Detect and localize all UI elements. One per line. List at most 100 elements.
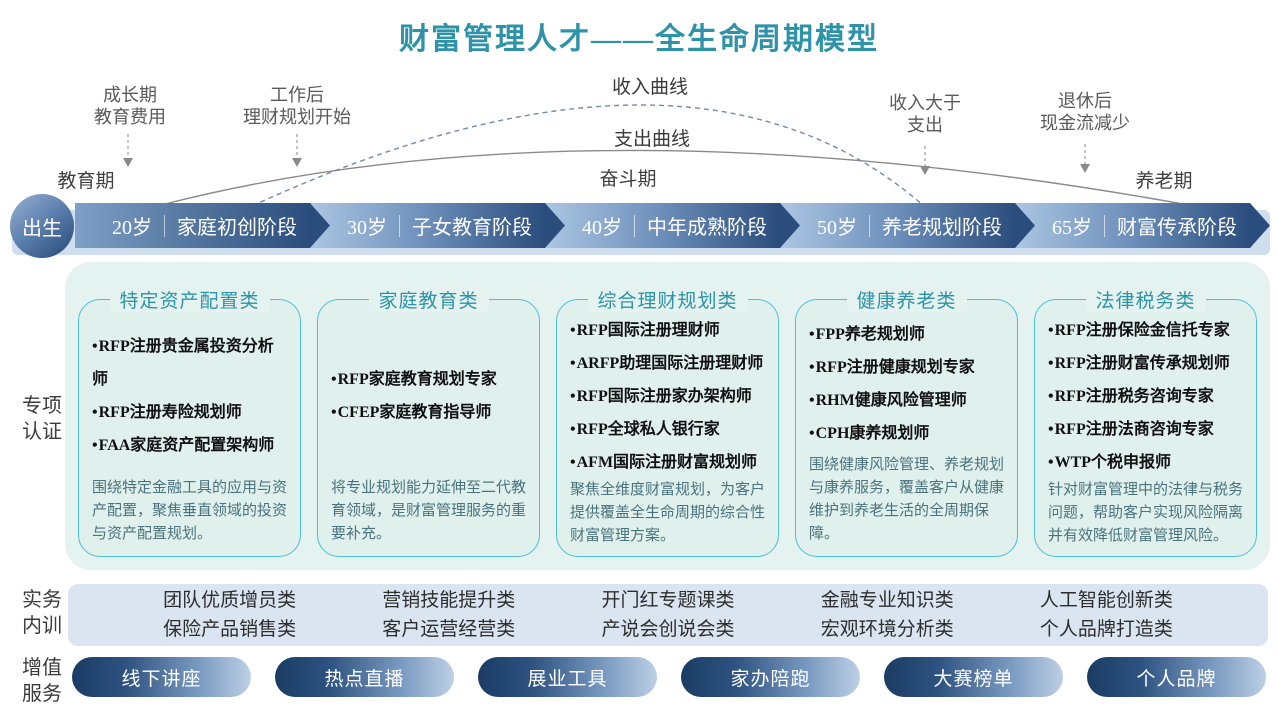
card-item: WTP个税申报师 — [1048, 446, 1243, 479]
section-label-line: 专项 — [22, 395, 62, 417]
stage-separator — [869, 215, 870, 237]
training-column-5: 人工智能创新类 个人品牌打造类 — [997, 586, 1216, 644]
annotation-line: 支出 — [907, 115, 943, 135]
card-item-list: FPP养老规划师 RFP注册健康规划专家 RHM健康风险管理师 CPH康养规划师 — [809, 314, 1004, 454]
card-description: 将专业规划能力延伸至二代教育领域，是财富管理服务的重要补充。 — [331, 480, 527, 542]
card-description: 聚焦全维度财富规划，为客户提供覆盖全生命周期的综合性财富管理方案。 — [570, 482, 766, 544]
section-label-line: 认证 — [22, 421, 62, 443]
period-striving: 奋斗期 — [599, 169, 657, 190]
card-family-education: 家庭教育类 RFP家庭教育规划专家 CFEP家庭教育指导师 将专业规划能力延伸至… — [317, 286, 540, 557]
card-description: 针对财富管理中的法律与税务问题，帮助客户实现风险隔离并有效降低财富管理风险。 — [1048, 482, 1244, 544]
section-label-line: 内训 — [22, 615, 62, 637]
stage-name: 财富传承阶段 — [1117, 217, 1237, 239]
training-item: 宏观环境分析类 — [820, 619, 954, 640]
section-label-line: 实务 — [22, 589, 62, 611]
stage-separator — [164, 215, 165, 237]
stage-age: 40岁 — [582, 217, 622, 239]
training-item: 产说会创说会类 — [601, 619, 735, 640]
card-item: RFP家庭教育规划专家 — [331, 363, 526, 396]
card-title: 法律税务类 — [1085, 286, 1206, 313]
card-item: CFEP家庭教育指导师 — [331, 396, 526, 429]
annotation-line: 成长期 — [103, 85, 157, 105]
annotation-income-exceeds: 收入大于 支出 — [889, 92, 961, 136]
pill-family-office-support: 家办陪跑 — [681, 657, 860, 697]
section-label-services: 增值 服务 — [14, 655, 70, 707]
life-stage-timeline: 20岁 家庭初创阶段 30岁 子女教育阶段 40岁 中年成熟阶段 50岁 养老规… — [75, 203, 1270, 248]
annotation-line: 工作后 — [270, 85, 324, 105]
card-item: RFP注册健康规划专家 — [809, 351, 1004, 384]
annotation-retirement-cashflow: 退休后 现金流减少 — [1040, 90, 1130, 134]
stage-age: 30岁 — [347, 217, 387, 239]
stage-name: 子女教育阶段 — [412, 217, 532, 239]
card-title: 健康养老类 — [846, 286, 967, 313]
card-item: RFP注册寿险规划师 — [92, 396, 287, 429]
section-label-line: 增值 — [22, 657, 62, 679]
card-asset-allocation: 特定资产配置类 RFP注册贵金属投资分析师 RFP注册寿险规划师 FAA家庭资产… — [78, 286, 301, 557]
card-title: 家庭教育类 — [368, 286, 489, 313]
stage-age: 20岁 — [112, 217, 152, 239]
card-item: RFP注册法商咨询专家 — [1048, 413, 1243, 446]
period-education: 教育期 — [57, 171, 115, 192]
card-item-list: RFP家庭教育规划专家 CFEP家庭教育指导师 — [331, 314, 526, 477]
annotation-arrow-1 — [123, 134, 133, 167]
card-title: 综合理财规划类 — [587, 286, 748, 313]
service-pills-row: 线下讲座 热点直播 展业工具 家办陪跑 大赛榜单 个人品牌 — [72, 657, 1266, 697]
training-band: 团队优质增员类 保险产品销售类 营销技能提升类 客户运营经营类 开门红专题课类 … — [68, 584, 1268, 646]
annotation-arrow-2 — [292, 134, 302, 167]
annotation-education-cost: 成长期 教育费用 — [94, 84, 166, 128]
annotation-line: 收入大于 — [889, 93, 961, 113]
annotation-line: 现金流减少 — [1040, 113, 1130, 133]
card-item: ARFP助理国际注册理财师 — [570, 347, 765, 380]
page-title: 财富管理人才——全生命周期模型 — [399, 23, 879, 56]
stage-separator — [399, 215, 400, 237]
card-item: RFP注册财富传承规划师 — [1048, 347, 1243, 380]
card-comprehensive-planning: 综合理财规划类 RFP国际注册理财师 ARFP助理国际注册理财师 RFP国际注册… — [556, 286, 779, 557]
card-legal-tax: 法律税务类 RFP注册保险金信托专家 RFP注册财富传承规划师 RFP注册税务咨… — [1034, 286, 1257, 557]
certification-cards-container: 特定资产配置类 RFP注册贵金属投资分析师 RFP注册寿险规划师 FAA家庭资产… — [65, 262, 1270, 570]
annotation-arrow-4 — [1080, 144, 1090, 173]
annotation-line: 理财规划开始 — [243, 107, 351, 127]
section-label-training: 实务 内训 — [14, 587, 70, 639]
stage-age: 50岁 — [817, 217, 857, 239]
stage-separator — [634, 215, 635, 237]
card-item: RFP注册税务咨询专家 — [1048, 380, 1243, 413]
pill-business-tools: 展业工具 — [478, 657, 657, 697]
timeline-stage-5: 65岁 财富传承阶段 — [1015, 203, 1270, 248]
expense-curve — [164, 149, 1206, 209]
card-item: RFP全球私人银行家 — [570, 413, 765, 446]
training-item: 营销技能提升类 — [382, 590, 516, 611]
training-column-1: 团队优质增员类 保险产品销售类 — [120, 586, 339, 644]
training-item: 个人品牌打造类 — [1039, 619, 1173, 640]
pill-live-streams: 热点直播 — [275, 657, 454, 697]
training-item: 团队优质增员类 — [163, 590, 297, 611]
training-item: 客户运营经营类 — [382, 619, 516, 640]
card-item: RFP国际注册家办架构师 — [570, 380, 765, 413]
stage-age: 65岁 — [1052, 217, 1092, 239]
card-item-list: RFP国际注册理财师 ARFP助理国际注册理财师 RFP国际注册家办架构师 RF… — [570, 314, 765, 479]
timeline-birth-circle: 出生 — [10, 194, 74, 258]
annotation-arrow-3 — [920, 146, 930, 175]
card-title: 特定资产配置类 — [109, 286, 270, 313]
card-description: 围绕健康风险管理、养老规划与康养服务，覆盖客户从健康维护到养老生活的全周期保障。 — [809, 457, 1005, 542]
training-item: 金融专业知识类 — [820, 590, 954, 611]
section-label-certification: 专项 认证 — [14, 393, 70, 445]
card-item: RFP注册保险金信托专家 — [1048, 314, 1243, 347]
training-item: 人工智能创新类 — [1039, 590, 1173, 611]
card-description: 围绕特定金融工具的应用与资产配置，聚焦垂直领域的投资与资产配置规划。 — [92, 480, 288, 542]
annotation-planning-start: 工作后 理财规划开始 — [243, 84, 351, 128]
card-item-list: RFP注册保险金信托专家 RFP注册财富传承规划师 RFP注册税务咨询专家 RF… — [1048, 314, 1243, 479]
period-retirement: 养老期 — [1135, 171, 1193, 192]
card-item-list: RFP注册贵金属投资分析师 RFP注册寿险规划师 FAA家庭资产配置架构师 — [92, 314, 287, 477]
card-health-retirement: 健康养老类 FPP养老规划师 RFP注册健康规划专家 RHM健康风险管理师 CP… — [795, 286, 1018, 557]
training-column-4: 金融专业知识类 宏观环境分析类 — [778, 586, 997, 644]
card-item: RFP国际注册理财师 — [570, 314, 765, 347]
training-item: 保险产品销售类 — [163, 619, 297, 640]
annotation-line: 退休后 — [1058, 91, 1112, 111]
stage-name: 家庭初创阶段 — [177, 217, 297, 239]
card-item: RHM健康风险管理师 — [809, 384, 1004, 417]
stage-name: 养老规划阶段 — [882, 217, 1002, 239]
income-curve — [251, 104, 925, 207]
stage-name: 中年成熟阶段 — [647, 217, 767, 239]
timeline-stage-3: 40岁 中年成熟阶段 — [545, 203, 800, 248]
pill-personal-brand: 个人品牌 — [1087, 657, 1266, 697]
